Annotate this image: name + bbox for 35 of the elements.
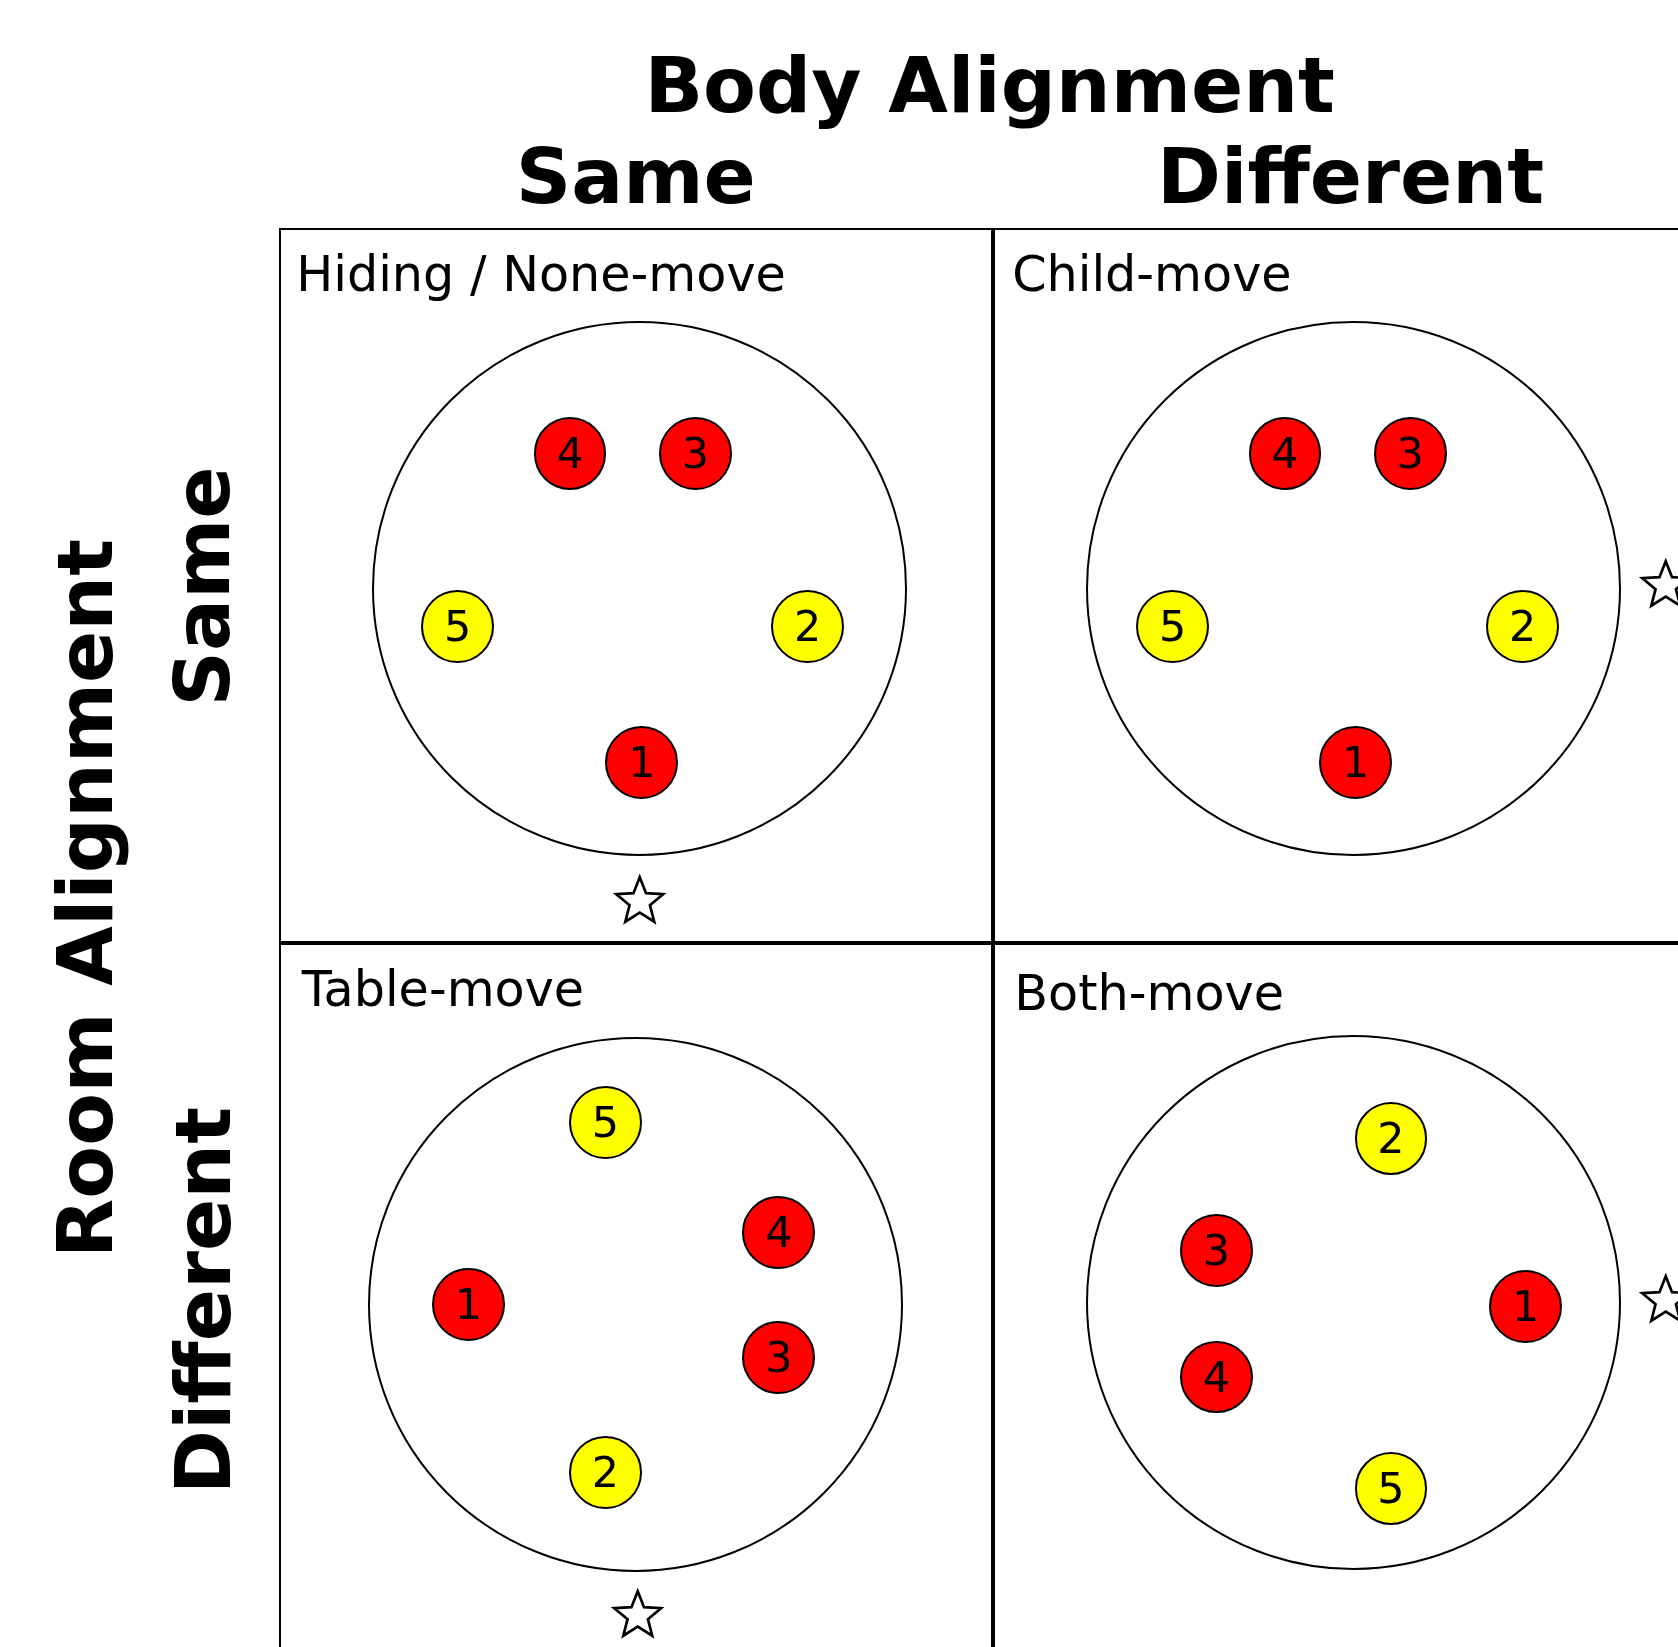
condition-heading: Hiding / None-move bbox=[296, 250, 786, 300]
condition-heading: Both-move bbox=[1014, 969, 1284, 1019]
table-circle bbox=[1086, 320, 1622, 856]
table-circle bbox=[1086, 1034, 1622, 1570]
numbered-marker: 4 bbox=[533, 417, 607, 490]
numbered-marker: 1 bbox=[605, 726, 679, 800]
numbered-marker: 5 bbox=[1136, 590, 1209, 664]
quadrant-panel bbox=[993, 227, 1678, 943]
numbered-marker: 4 bbox=[1248, 417, 1322, 490]
numbered-marker: 3 bbox=[1373, 417, 1447, 490]
numbered-marker: 3 bbox=[1180, 1214, 1253, 1288]
numbered-marker: 1 bbox=[1319, 726, 1392, 800]
numbered-marker: 2 bbox=[1486, 590, 1559, 664]
numbered-marker: 1 bbox=[432, 1267, 505, 1341]
condition-heading: Table-move bbox=[301, 965, 585, 1015]
numbered-marker: 2 bbox=[569, 1435, 642, 1509]
row-heading: Same bbox=[164, 466, 242, 707]
quadrant-panel bbox=[279, 227, 994, 943]
numbered-marker: 3 bbox=[658, 417, 732, 490]
numbered-marker: 2 bbox=[771, 590, 845, 664]
numbered-marker: 5 bbox=[569, 1085, 642, 1159]
numbered-marker: 5 bbox=[1354, 1451, 1428, 1525]
condition-heading: Child-move bbox=[1012, 250, 1292, 300]
column-heading: Same bbox=[515, 138, 756, 216]
column-heading: Different bbox=[1157, 138, 1544, 216]
quadrant-panel bbox=[279, 942, 994, 1647]
table-circle bbox=[372, 320, 908, 856]
numbered-marker: 1 bbox=[1489, 1269, 1563, 1343]
numbered-marker: 5 bbox=[421, 590, 495, 664]
numbered-marker: 2 bbox=[1354, 1101, 1428, 1175]
numbered-marker: 4 bbox=[742, 1196, 816, 1269]
table-circle bbox=[367, 1036, 904, 1572]
row-heading: Different bbox=[164, 1106, 242, 1494]
numbered-marker: 4 bbox=[1180, 1340, 1253, 1414]
numbered-marker: 3 bbox=[742, 1321, 816, 1395]
